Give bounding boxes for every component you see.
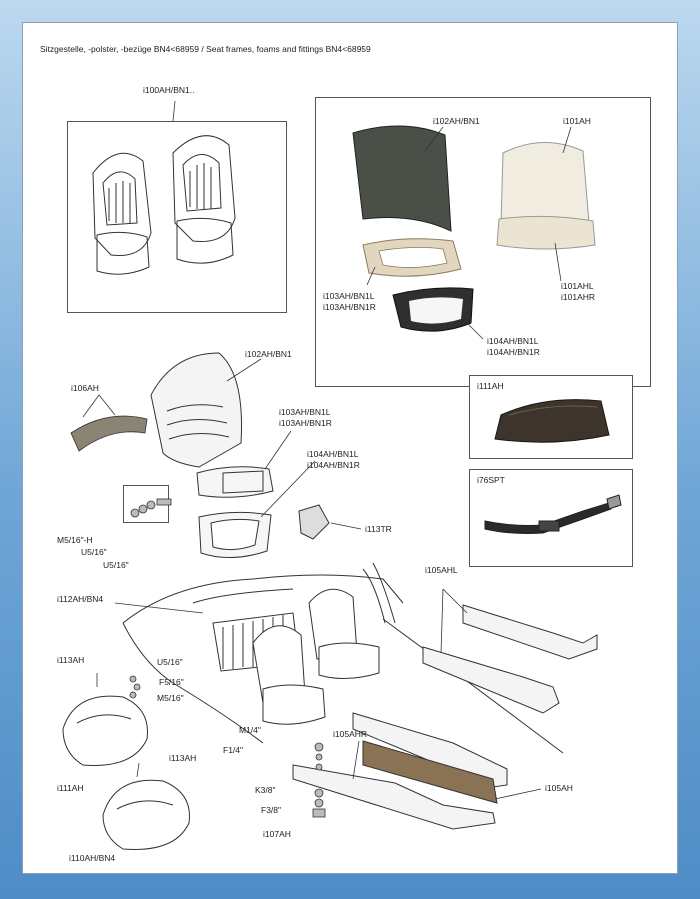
label-i102-mid: i102AH/BN1 — [245, 349, 292, 359]
seat-cover-drawing — [150, 352, 242, 468]
label-i111-box: i111AH — [477, 381, 504, 391]
parts-diagram — [62, 100, 622, 850]
label-i100: i100AH/BN1.. — [143, 85, 195, 95]
bolt-hardware — [130, 498, 172, 518]
label-i105ahl: i105AHL — [425, 565, 458, 575]
catalog-sheet: Sitzgestelle, -polster, -bezüge BN4<6895… — [22, 22, 678, 874]
label-i76spt: i76SPT — [477, 475, 505, 485]
label-m14: M1/4" — [239, 725, 261, 735]
label-i102-top: i102AH/BN1 — [433, 116, 480, 126]
label-i104-top-l: i104AH/BN1L — [487, 336, 539, 346]
seat-runner-right — [292, 712, 508, 830]
label-i106: i106AH — [71, 383, 99, 393]
seat-belt-photo — [484, 494, 622, 534]
seat-belt-box — [469, 469, 633, 567]
label-i101ahr: i101AHR — [561, 292, 596, 302]
seat-in-car-drawing — [252, 588, 380, 725]
label-i101: i101AH — [563, 116, 591, 126]
small-fasteners — [96, 673, 326, 818]
seat-runner-left — [422, 604, 598, 714]
label-i104-mid-r: i104AH/BN1R — [307, 460, 360, 470]
label-i113tr: i113TR — [365, 524, 392, 534]
label-f38: F3/8" — [261, 805, 282, 815]
page-header: Sitzgestelle, -polster, -bezüge BN4<6895… — [40, 44, 371, 54]
label-i113-b: i113AH — [169, 753, 197, 763]
label-i110: i110AH/BN4 — [69, 853, 116, 863]
label-i112: i112AH/BN4 — [57, 594, 104, 604]
label-i107: i107AH — [263, 829, 291, 839]
label-m5: M5/16" — [157, 693, 184, 703]
wooden-spacer — [362, 740, 498, 804]
label-i105ahr: i105AHR — [333, 729, 368, 739]
seat-pan-box — [469, 375, 633, 459]
headrest-foam-light — [102, 779, 190, 850]
trim-clip — [298, 504, 330, 540]
seat-pair-illustration — [92, 135, 236, 275]
diaphragm-drawing — [198, 511, 272, 559]
label-i105ah: i105AH — [545, 783, 573, 793]
cushion-frame-drawing — [196, 466, 274, 498]
label-f5: F5/16" — [159, 677, 184, 687]
seat-pan-photo — [494, 399, 610, 443]
label-u5b: U5/16" — [103, 560, 129, 570]
label-i103-top-l: i103AH/BN1L — [323, 291, 375, 301]
headrest-foam-dark — [62, 695, 148, 766]
label-u5c: U5/16" — [157, 657, 183, 667]
cushion-frame — [362, 238, 462, 277]
label-i104-mid-l: i104AH/BN1L — [307, 449, 359, 459]
label-i113-a: i113AH — [57, 655, 85, 665]
label-i101ahl: i101AHL — [561, 281, 594, 291]
rubber-diaphragm — [392, 287, 474, 332]
label-f14: F1/4" — [223, 745, 244, 755]
label-k38: K3/8" — [255, 785, 276, 795]
label-u5a: U5/16" — [81, 547, 107, 557]
label-i111-lower: i111AH — [57, 783, 84, 793]
label-i103-top-r: i103AH/BN1R — [323, 302, 376, 312]
label-i103-mid-r: i103AH/BN1R — [279, 418, 332, 428]
label-i103-mid-l: i103AH/BN1L — [279, 407, 331, 417]
seat-pair-box — [67, 121, 287, 313]
seat-back-foam — [496, 142, 596, 250]
gasket-strip — [70, 415, 148, 452]
label-i104-top-r: i104AH/BN1R — [487, 347, 540, 357]
seat-cover-shell — [352, 125, 452, 232]
label-m5h: M5/16"-H — [57, 535, 93, 545]
